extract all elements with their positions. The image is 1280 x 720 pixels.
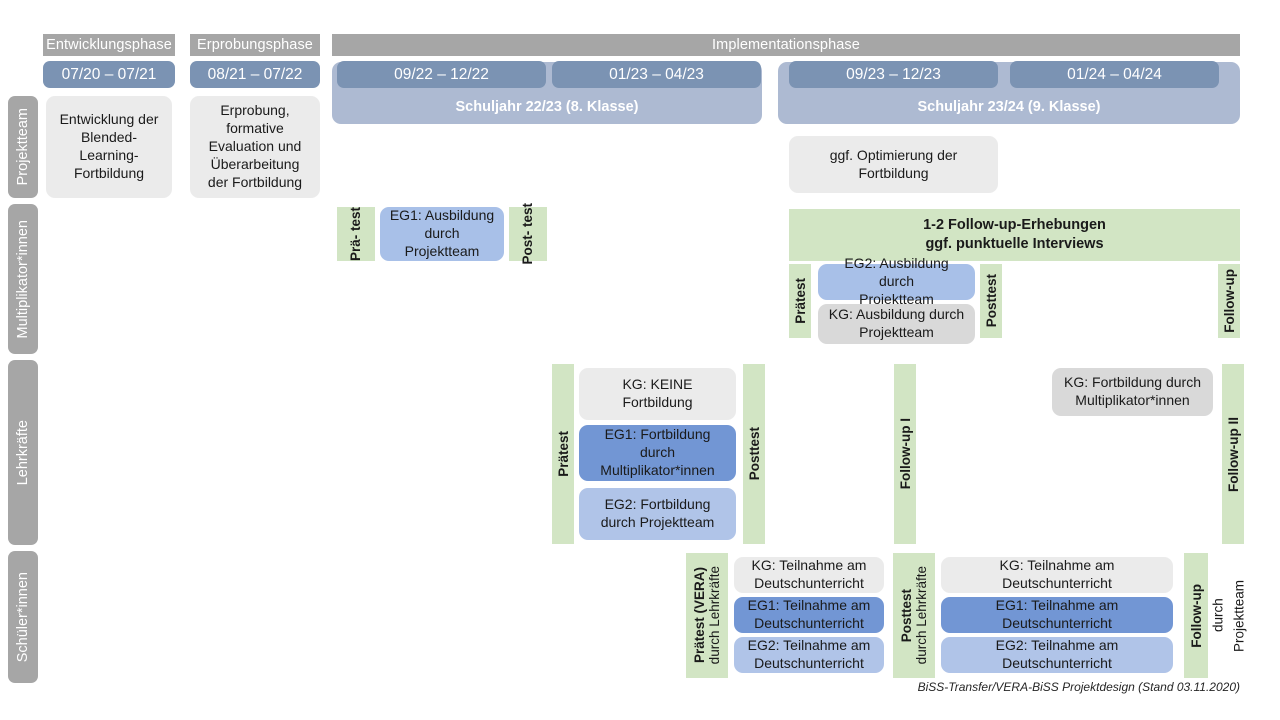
strip-multiplikator-praetest-1-text: Prä- test bbox=[348, 206, 364, 262]
card-schueler-kg-left: KG: Teilnahme am Deutschunterricht bbox=[734, 557, 884, 593]
card-schueler-eg1-right: EG1: Teilnahme am Deutschunterricht bbox=[941, 597, 1173, 633]
row-label-schueler-text: Schüler*innen bbox=[15, 571, 31, 663]
strip-schueler-praetest-vera: Prätest (VERA) durch Lehrkräfte bbox=[686, 553, 728, 678]
card-optimierung-fortbildung: ggf. Optimierung der Fortbildung bbox=[789, 136, 998, 193]
strip-multiplikator-followup: Follow-up bbox=[1218, 264, 1240, 338]
strip-lehrkraefte-praetest: Prätest bbox=[552, 364, 574, 544]
card-multiplikator-eg1: EG1: Ausbildung durch Projektteam bbox=[380, 207, 504, 261]
row-label-multiplikator-text: Multiplikator*innen bbox=[15, 219, 31, 339]
card-schueler-eg2-left: EG2: Teilnahme am Deutschunterricht bbox=[734, 637, 884, 673]
strip-lehrkraefte-followup-1-text: Follow-up I bbox=[897, 418, 913, 490]
period-chip-0124-0424: 01/24 – 04/24 bbox=[1010, 61, 1219, 88]
period-chip-0821-0722: 08/21 – 07/22 bbox=[190, 61, 320, 88]
strip-multiplikator-posttest-1: Post- test bbox=[509, 203, 547, 265]
period-chip-0720-0721: 07/20 – 07/21 bbox=[43, 61, 175, 88]
strip-schueler-followup-sub2: Projektteam bbox=[1231, 579, 1247, 652]
strip-lehrkraefte-followup-2-text: Follow-up II bbox=[1225, 416, 1241, 492]
row-label-projektteam: Projektteam bbox=[8, 96, 38, 198]
strip-lehrkraefte-posttest: Posttest bbox=[743, 364, 765, 544]
card-erprobung-evaluation: Erprobung, formative Evaluation und Über… bbox=[190, 96, 320, 198]
strip-lehrkraefte-followup-1: Follow-up I bbox=[894, 364, 916, 544]
strip-lehrkraefte-followup-2: Follow-up II bbox=[1222, 364, 1244, 544]
strip-lehrkraefte-praetest-text: Prätest bbox=[555, 431, 571, 477]
strip-multiplikator-praetest-2: Prätest bbox=[789, 264, 811, 338]
strip-multiplikator-posttest-2-text: Posttest bbox=[983, 274, 999, 328]
row-label-multiplikator: Multiplikator*innen bbox=[8, 204, 38, 354]
strip-multiplikator-praetest-2-text: Prätest bbox=[792, 278, 808, 324]
card-schueler-eg1-left: EG1: Teilnahme am Deutschunterricht bbox=[734, 597, 884, 633]
phase-header-entwicklung: Entwicklungsphase bbox=[43, 34, 175, 56]
strip-schueler-praetest-vera-title: Prätest (VERA) bbox=[692, 567, 707, 664]
footer-credit: BiSS-Transfer/VERA-BiSS Projektdesign (S… bbox=[917, 680, 1240, 694]
card-lehrkraefte-eg1: EG1: Fortbildung durch Multiplikator*inn… bbox=[579, 425, 736, 481]
card-lehrkraefte-kg-fortbildung: KG: Fortbildung durch Multiplikator*inne… bbox=[1052, 368, 1213, 416]
band-multiplikator-followup-erhebungen: 1-2 Follow-up-Erhebungen ggf. punktuelle… bbox=[789, 209, 1240, 261]
card-schueler-kg-right: KG: Teilnahme am Deutschunterricht bbox=[941, 557, 1173, 593]
card-multiplikator-kg: KG: Ausbildung durch Projektteam bbox=[818, 304, 975, 344]
strip-multiplikator-posttest-2: Posttest bbox=[980, 264, 1002, 338]
row-label-lehrkraefte-text: Lehrkräfte bbox=[15, 419, 31, 486]
card-multiplikator-eg2: EG2: Ausbildung durch Projektteam bbox=[818, 255, 975, 307]
strip-schueler-posttest-sub: durch Lehrkräfte bbox=[914, 566, 929, 665]
phase-header-erprobung: Erprobungsphase bbox=[190, 34, 320, 56]
strip-multiplikator-praetest-1: Prä- test bbox=[337, 207, 375, 261]
strip-schueler-followup-title: Follow-up bbox=[1188, 583, 1204, 648]
card-lehrkraefte-eg2: EG2: Fortbildung durch Projektteam bbox=[579, 488, 736, 540]
card-schueler-eg2-right: EG2: Teilnahme am Deutschunterricht bbox=[941, 637, 1173, 673]
period-chip-0922-1222: 09/22 – 12/22 bbox=[337, 61, 546, 88]
period-chip-0923-1223: 09/23 – 12/23 bbox=[789, 61, 998, 88]
phase-header-implementation: Implementationsphase bbox=[332, 34, 1240, 56]
strip-multiplikator-followup-text: Follow-up bbox=[1221, 269, 1237, 333]
strip-schueler-followup: Follow-up bbox=[1184, 553, 1208, 678]
card-entwicklung-fortbildung: Entwicklung der Blended- Learning- Fortb… bbox=[46, 96, 172, 198]
row-label-schueler: Schüler*innen bbox=[8, 551, 38, 683]
row-label-lehrkraefte: Lehrkräfte bbox=[8, 360, 38, 545]
strip-lehrkraefte-posttest-text: Posttest bbox=[746, 427, 762, 481]
strip-schueler-posttest-title: Posttest bbox=[899, 588, 914, 643]
row-label-projektteam-text: Projektteam bbox=[15, 108, 31, 186]
strip-schueler-posttest: Posttest durch Lehrkräfte bbox=[893, 553, 935, 678]
strip-schueler-praetest-vera-sub: durch Lehrkräfte bbox=[707, 566, 722, 665]
strip-multiplikator-posttest-1-text: Post- test bbox=[520, 203, 536, 265]
strip-schueler-followup-sub: durch bbox=[1210, 598, 1226, 633]
period-chip-0123-0423: 01/23 – 04/23 bbox=[552, 61, 761, 88]
card-lehrkraefte-kg-keine: KG: KEINE Fortbildung bbox=[579, 368, 736, 420]
